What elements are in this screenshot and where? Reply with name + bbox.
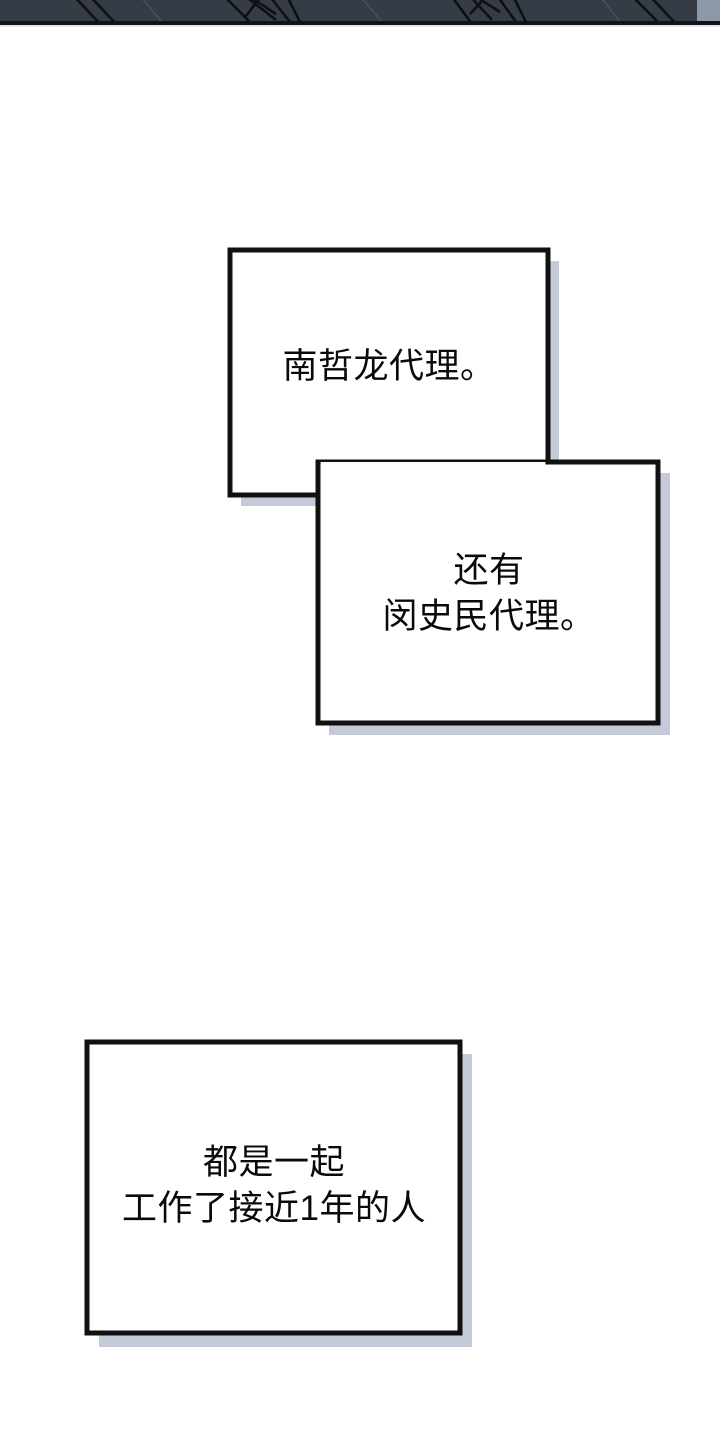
bubble-pair-outline: [227, 247, 661, 726]
panel-underline: [0, 25, 720, 27]
narration-bubble-coworkers-text: 都是一起 工作了接近1年的人: [122, 1143, 426, 1228]
speech-bubble-min-text: 还有 闵史民代理。: [382, 551, 596, 636]
panel-background-highlight: [697, 0, 720, 24]
speech-bubble-nam-text: 南哲龙代理。: [282, 347, 496, 386]
ceiling-panel-strip: [0, 0, 720, 27]
panel-hatch-lines: [75, 0, 677, 25]
panel-bottom-edge: [0, 21, 720, 25]
